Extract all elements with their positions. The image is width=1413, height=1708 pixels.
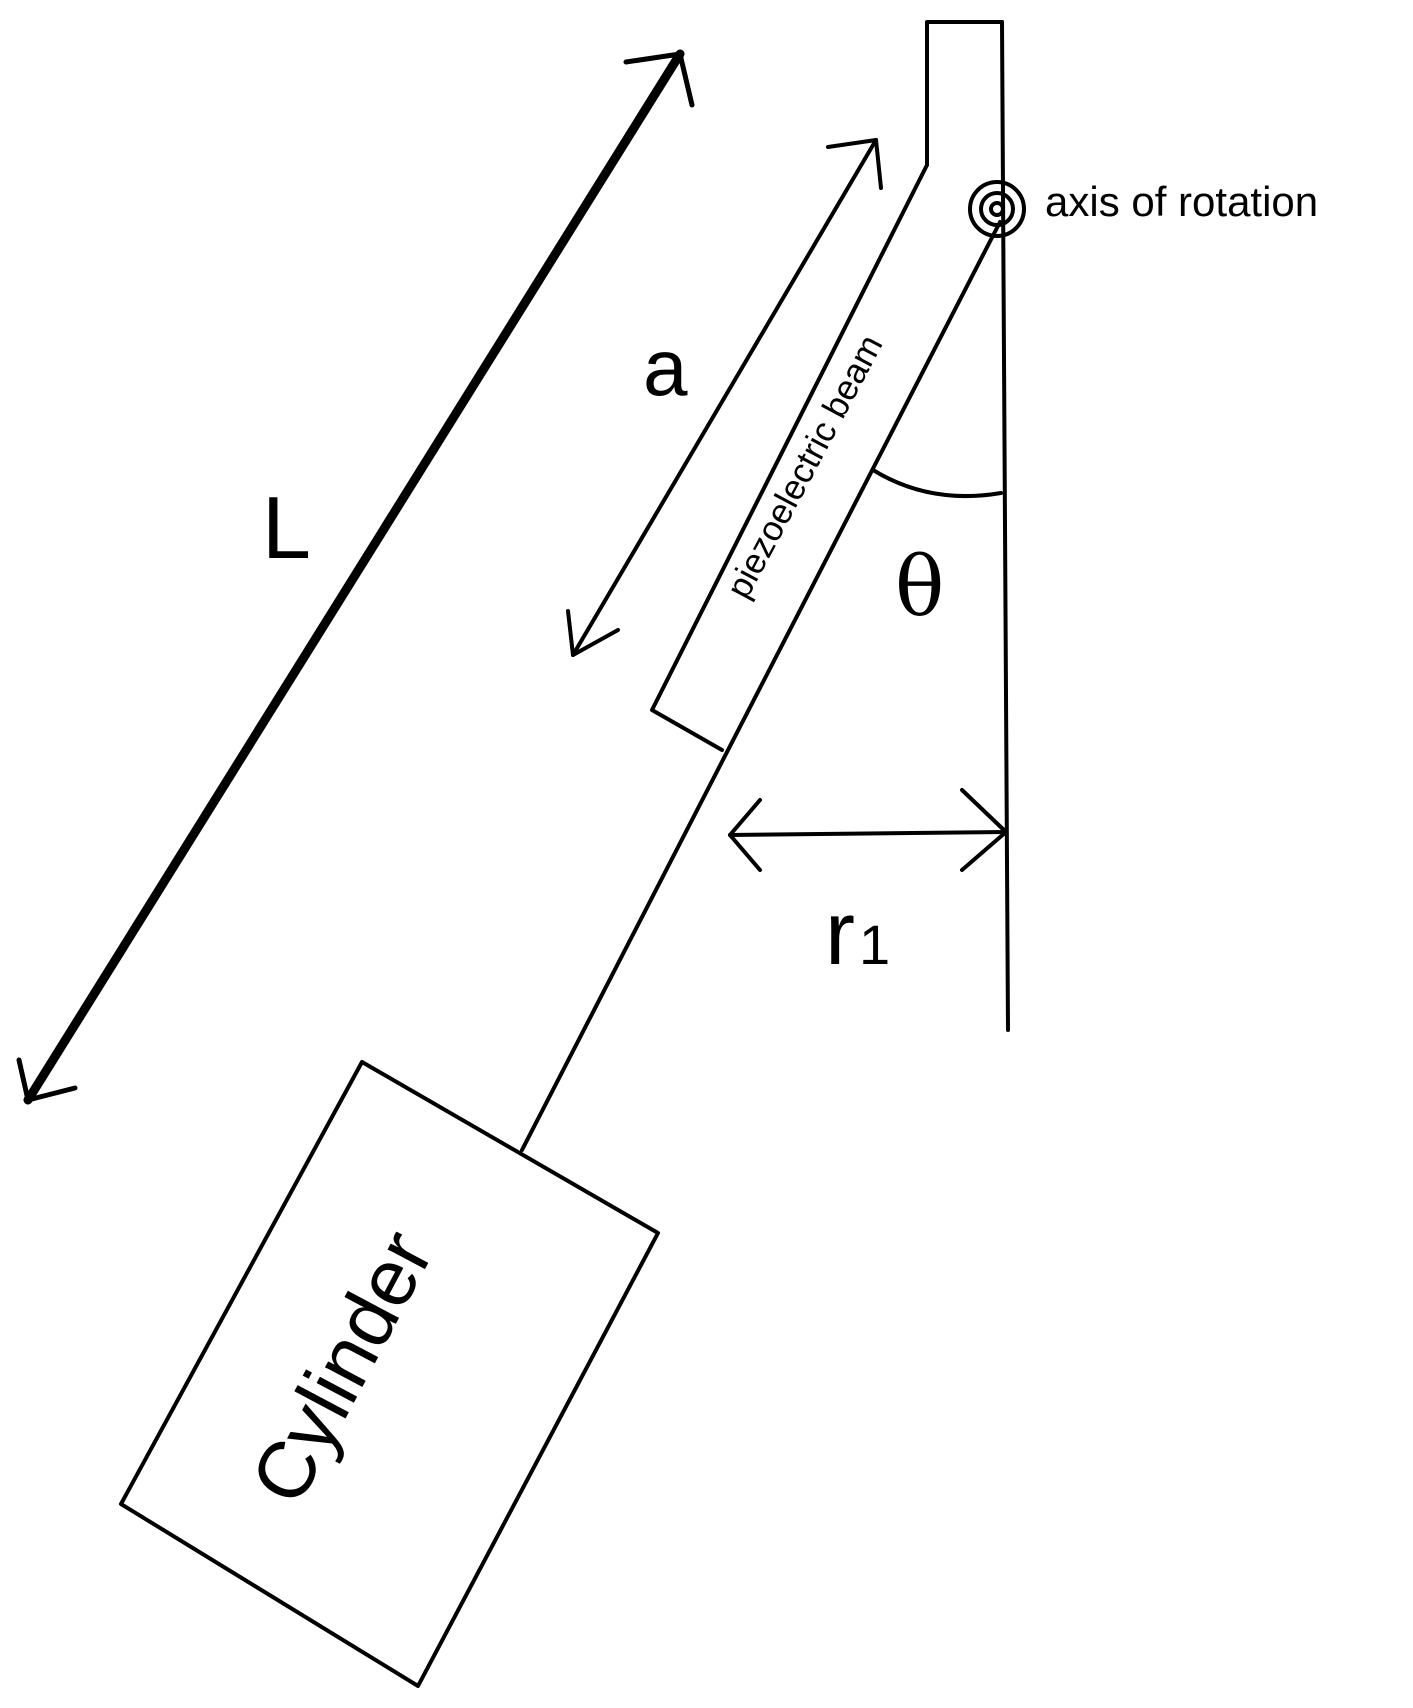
L-dimension-arrow [16,49,695,1105]
theta-angle-arc [871,468,1003,499]
vertical-reference-line [1000,20,1010,1032]
L-label: L [262,478,311,577]
a-dimension-arrow [566,138,883,657]
piezoelectric-beam [650,163,929,752]
cylinder-label: Cylinder [234,1217,450,1518]
pendulum-rod [520,220,1002,1152]
cylinder-box [119,1060,660,1688]
piezoelectric-beam-label: piezoelectric beam [719,329,890,605]
axis-of-rotation-label: axis of rotation [1045,178,1318,225]
r-label: r [825,884,855,984]
clamp-block [925,20,1004,167]
a-label: a [643,323,688,412]
r1-dimension-arrow [728,788,1008,872]
theta-label: θ [895,540,944,635]
concentric-circles-icon [968,180,1026,238]
r1-label: r1 [825,884,890,984]
r-subscript-label: 1 [859,913,890,976]
